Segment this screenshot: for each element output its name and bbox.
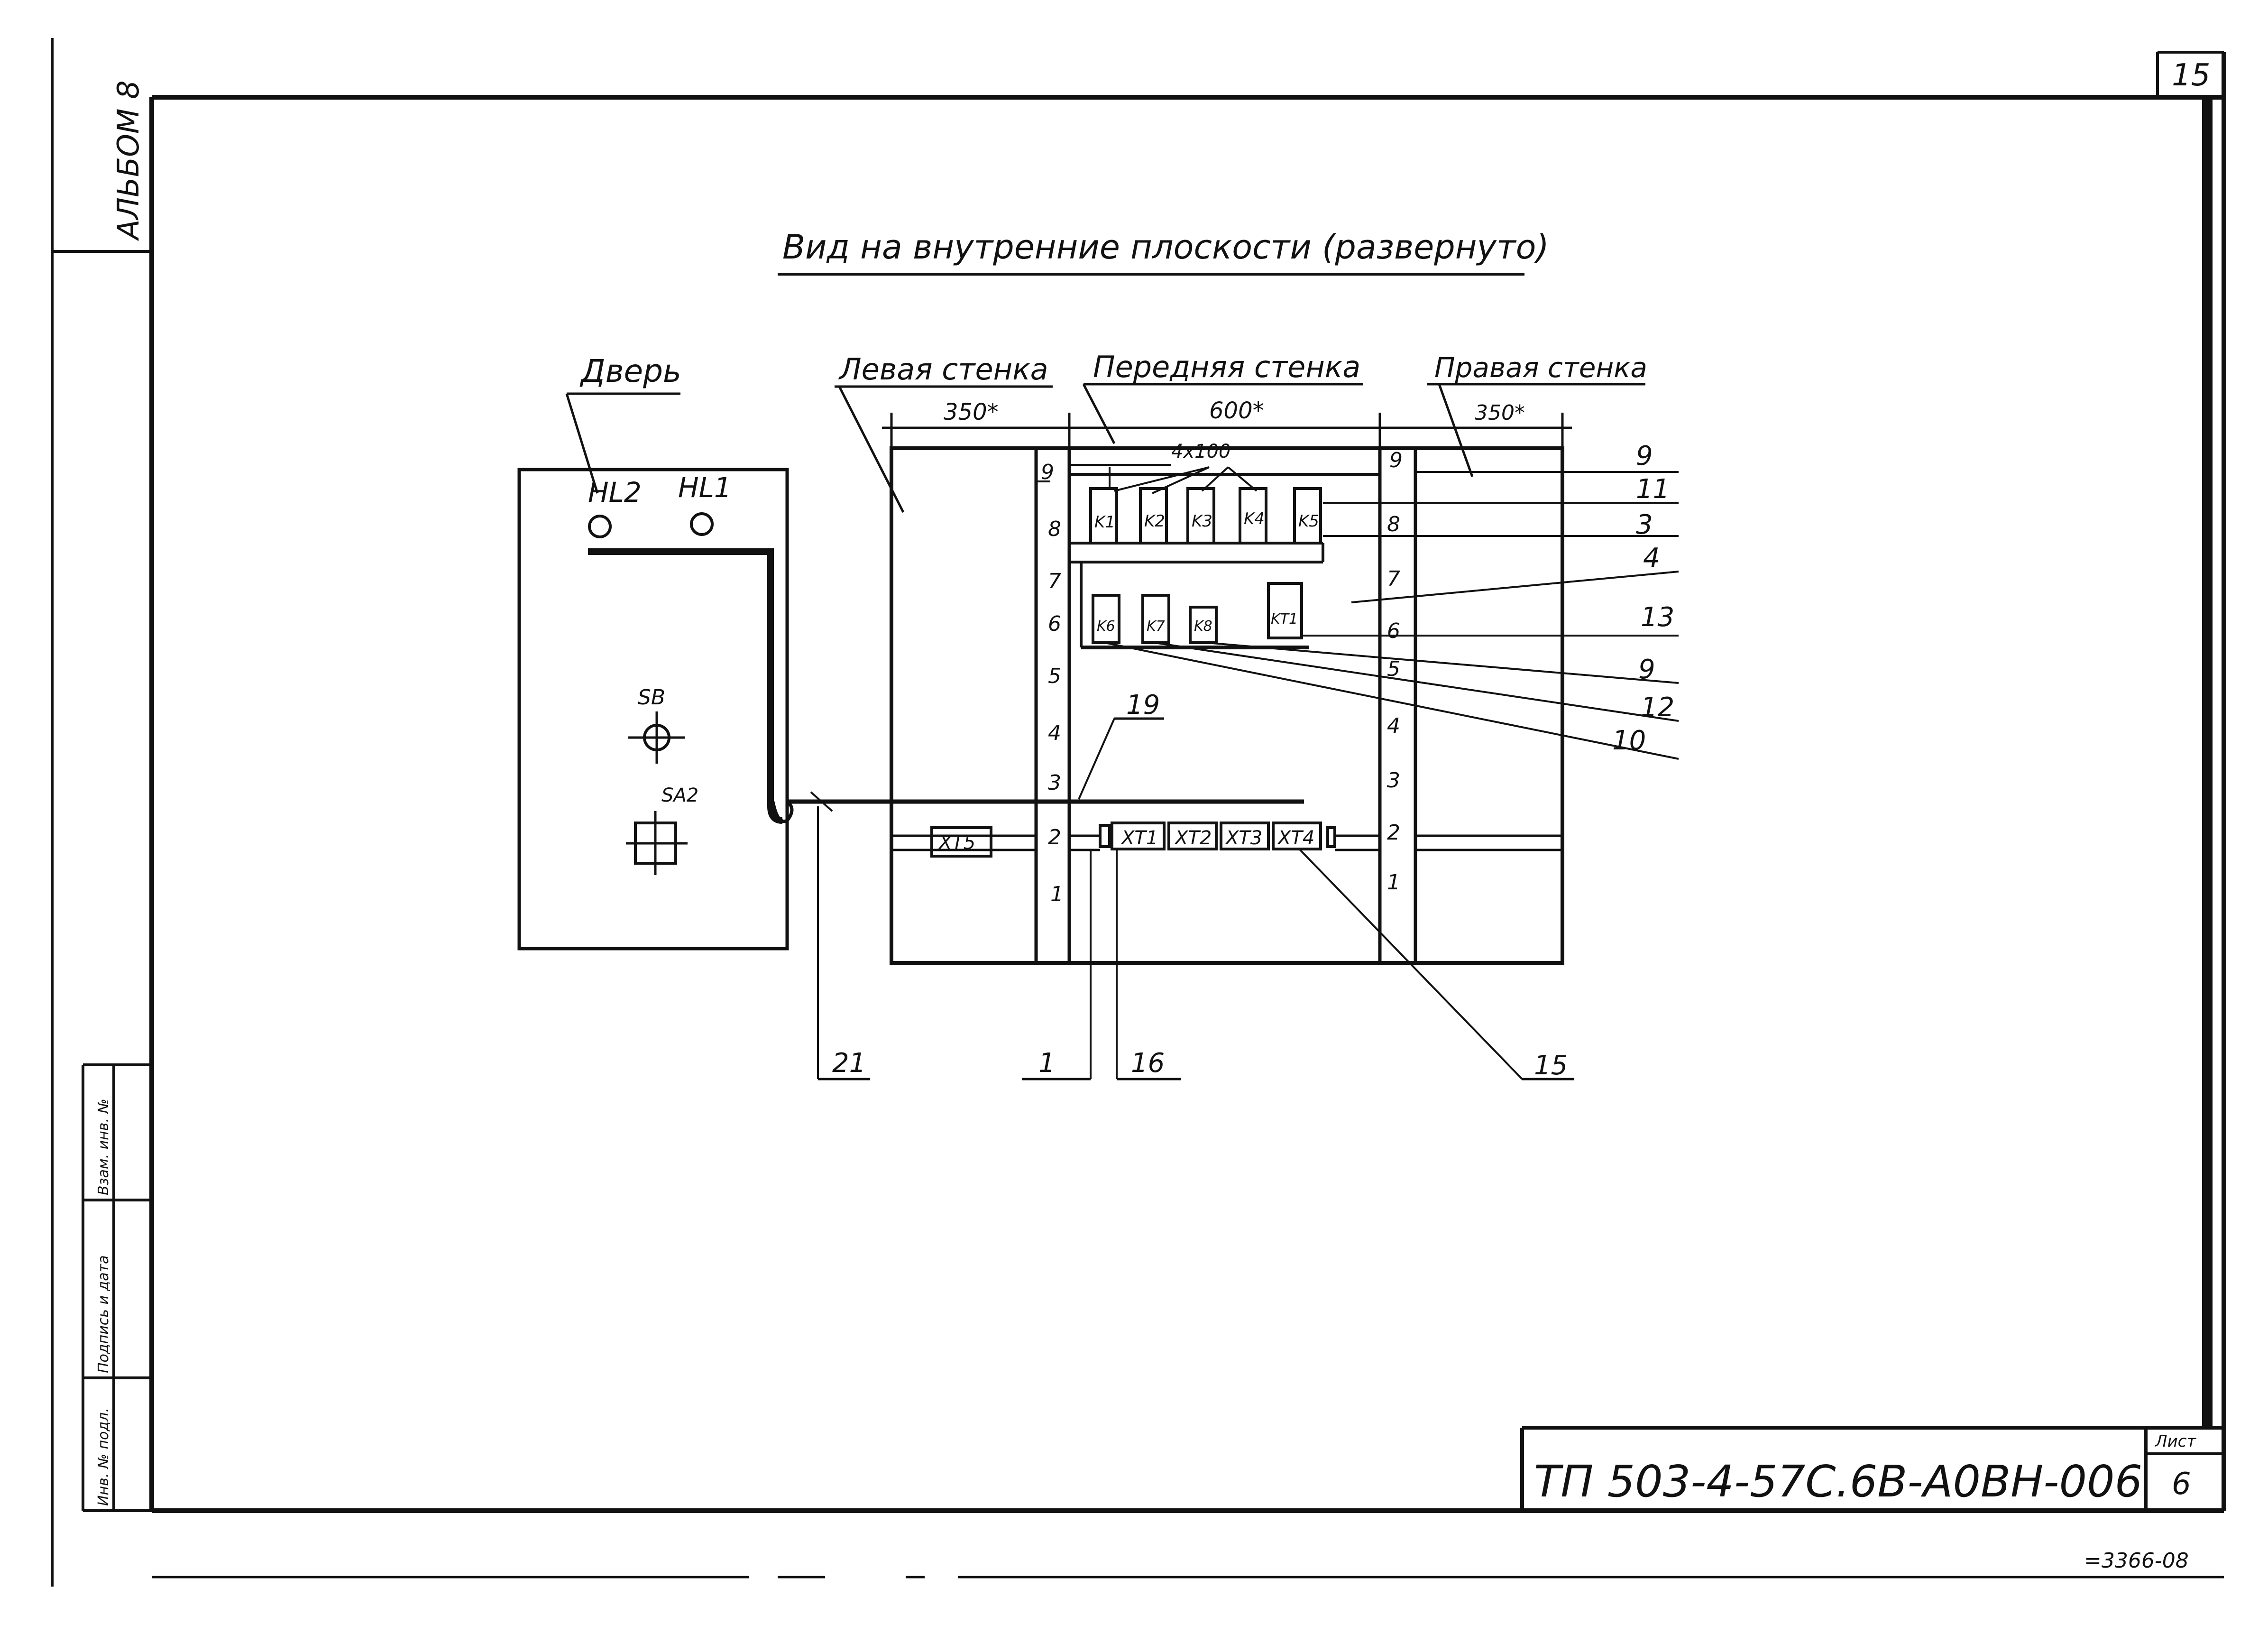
right-scale-6: 6	[1387, 619, 1400, 643]
callout-1: 1	[1038, 1048, 1056, 1079]
terminal-xt3: XT3	[1225, 827, 1262, 849]
lamp-hl1-label: HL1	[678, 471, 732, 504]
left-scale-7: 7	[1048, 569, 1061, 593]
callout-10: 10	[1612, 725, 1646, 756]
terminal-xt5-box	[930, 826, 992, 858]
album-label: АЛЬБОМ 8	[111, 80, 146, 241]
right-scale-7: 7	[1387, 567, 1400, 591]
left-wall-label: Левая стенка	[838, 352, 1048, 387]
stamp-sheet-label: Лист	[2154, 1432, 2196, 1451]
callout-16: 16	[1131, 1048, 1165, 1079]
right-scale-2: 2	[1387, 821, 1400, 845]
relay-kt1: KT1	[1271, 611, 1298, 628]
right-wall-dim: 350*	[1475, 401, 1525, 425]
relay-k7: K7	[1147, 618, 1165, 635]
drawing-title: Вид на внутренние плоскости (развернуто)	[782, 228, 1549, 267]
front-wall-dim: 600*	[1209, 397, 1264, 424]
terminal-xt5: XT5	[938, 832, 975, 854]
left-scale-6: 6	[1048, 612, 1061, 636]
left-scale-5: 5	[1048, 664, 1061, 688]
left-scale-2: 2	[1048, 825, 1061, 849]
terminal-xt2: XT2	[1174, 827, 1212, 849]
relay-k3: K3	[1192, 512, 1212, 531]
relay-k4: K4	[1244, 509, 1265, 528]
title-block: ТП 503-4-57С.6В-А0ВН-006 Лист 6	[1520, 1426, 2224, 1511]
relays-mid: K6 K7 K8 KT1	[1092, 582, 1303, 644]
callouts-right: 9 11 3 4 13 9 12 10	[1104, 441, 1679, 760]
callouts-bottom: 21 1 16 15 19	[817, 690, 1574, 1081]
relay-k6: K6	[1097, 618, 1115, 635]
left-rail-scale: 9 8 7 6 5 4 3 2 1	[1036, 460, 1064, 906]
button-sb-label: SB	[638, 685, 665, 710]
callout-4: 4	[1643, 543, 1660, 573]
cabinet-walls	[890, 446, 1564, 965]
stamp-code: ТП 503-4-57С.6В-А0ВН-006	[1534, 1456, 2142, 1507]
terminal-xt1: XT1	[1120, 827, 1158, 849]
sidebar-label-vzam: Взам. инв. №	[95, 1099, 112, 1195]
callout-11: 11	[1636, 474, 1670, 505]
switch-sa2-label: SA2	[661, 785, 698, 806]
callout-3: 3	[1636, 509, 1653, 540]
relay-k1: K1	[1094, 513, 1115, 532]
footer-code: =3366-08	[2084, 1549, 2189, 1573]
callout-9-mid: 9	[1638, 654, 1655, 685]
stamp-sheet-value: 6	[2172, 1467, 2191, 1502]
right-scale-3: 3	[1387, 768, 1400, 793]
sidebar-label-podpis: Подпись и дата	[95, 1256, 112, 1374]
right-scale-9: 9	[1389, 448, 1403, 472]
left-scale-8: 8	[1048, 517, 1061, 541]
lamp-hl2-label: HL2	[588, 476, 642, 508]
terminal-xt4: XT4	[1277, 827, 1314, 849]
right-rail-scale: 9 8 7 6 5 4 3 2 1	[1387, 448, 1403, 895]
callout-9-top: 9	[1636, 441, 1653, 471]
callout-12: 12	[1641, 692, 1674, 723]
callout-21: 21	[832, 1048, 866, 1079]
front-wall-label: Передняя стенка	[1093, 350, 1360, 384]
callout-13: 13	[1641, 602, 1674, 633]
door-harness	[588, 548, 783, 824]
sheet-frame	[51, 38, 2226, 1587]
dimension-line: 350* 600* 350* 4x100	[882, 397, 1572, 466]
right-scale-1: 1	[1387, 870, 1400, 895]
front-pitch-dim: 4x100	[1171, 441, 1230, 462]
relay-k5: K5	[1298, 512, 1319, 531]
right-scale-8: 8	[1387, 512, 1400, 536]
door-panel: Дверь HL2 HL1 SB SA2	[517, 353, 794, 951]
door-harness-loop	[771, 800, 794, 823]
right-wall-label: Правая стенка	[1434, 351, 1647, 384]
left-scale-3: 3	[1048, 771, 1061, 795]
terminal-block: XT1 XT2 XT3 XT4	[1099, 822, 1336, 850]
left-scale-4: 4	[1048, 721, 1061, 745]
left-scale-1: 1	[1050, 882, 1064, 906]
lamp-hl2-icon	[588, 515, 612, 538]
left-wall-dim: 350*	[944, 399, 999, 425]
door-label: Дверь	[579, 353, 681, 389]
relay-k2: K2	[1144, 512, 1165, 531]
right-scale-4: 4	[1387, 714, 1400, 738]
lamp-hl1-icon	[690, 512, 714, 536]
left-scale-9: 9	[1041, 460, 1054, 484]
sheet-number-top: 15	[2172, 58, 2210, 93]
callout-19: 19	[1126, 690, 1160, 720]
sidebar-label-inv-podl: Инв. № подл.	[95, 1408, 112, 1506]
relay-k8: K8	[1194, 618, 1212, 635]
callout-15: 15	[1534, 1050, 1568, 1081]
relays-top: K1 K2 K3 K4 K5	[1089, 487, 1322, 545]
